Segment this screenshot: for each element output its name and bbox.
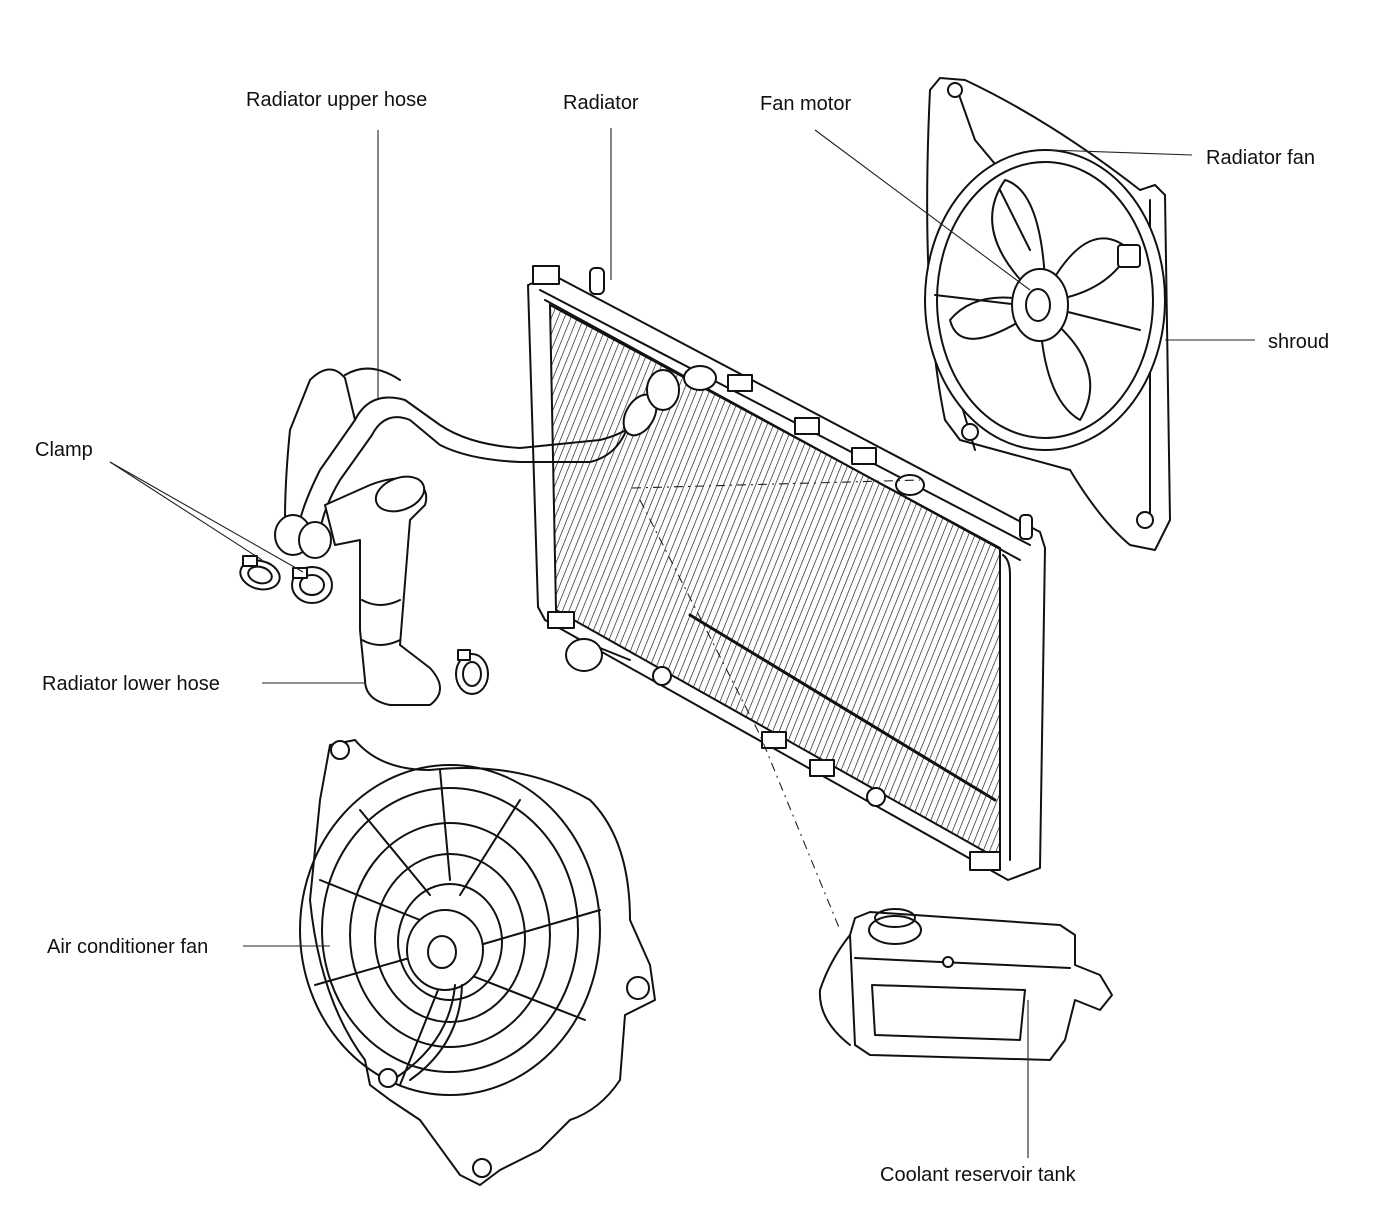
- radiator-bracket: [794, 417, 820, 435]
- radiator-lower-hose: [324, 475, 441, 706]
- label-radiator-upper-hose: Radiator upper hose: [246, 89, 428, 111]
- clamps: [239, 555, 489, 695]
- radiator-upper-outlet: [683, 365, 717, 391]
- radiator-outlet: [895, 474, 925, 496]
- coolant-reservoir-tank: [818, 908, 1113, 1061]
- radiator-bracket: [727, 374, 753, 392]
- radiator-bracket: [761, 731, 787, 749]
- radiator-bracket: [851, 447, 877, 465]
- radiator-bracket: [547, 611, 575, 629]
- radiator-lower-inlet: [565, 638, 603, 672]
- label-coolant-reservoir-tank: Coolant reservoir tank: [880, 1164, 1076, 1186]
- radiator-bracket: [532, 265, 560, 285]
- label-radiator: Radiator: [563, 92, 639, 114]
- clamp: [291, 566, 333, 604]
- upper-hose-clamp: [646, 369, 680, 411]
- clamp: [239, 555, 281, 591]
- radiator-fan-assembly: [924, 77, 1171, 551]
- radiator: [527, 265, 1046, 881]
- ac-fan-hub: [406, 909, 484, 991]
- radiator-upper-hose: [274, 367, 680, 559]
- air-conditioner-fan: [299, 739, 656, 1186]
- label-fan-motor: Fan motor: [760, 93, 852, 115]
- radiator-bracket: [969, 851, 1001, 871]
- label-air-conditioner-fan: Air conditioner fan: [47, 936, 209, 958]
- label-radiator-lower-hose: Radiator lower hose: [42, 673, 220, 695]
- reservoir-cap: [868, 915, 922, 945]
- label-radiator-fan: Radiator fan: [1206, 147, 1315, 169]
- label-shroud: shroud: [1268, 331, 1330, 353]
- fan-motor: [1011, 268, 1069, 342]
- label-clamp: Clamp: [35, 439, 93, 461]
- clamp: [455, 649, 489, 695]
- radiator-bracket: [809, 759, 835, 777]
- leader-lines: [109, 128, 1255, 1158]
- radiator-filler-neck: [589, 267, 605, 295]
